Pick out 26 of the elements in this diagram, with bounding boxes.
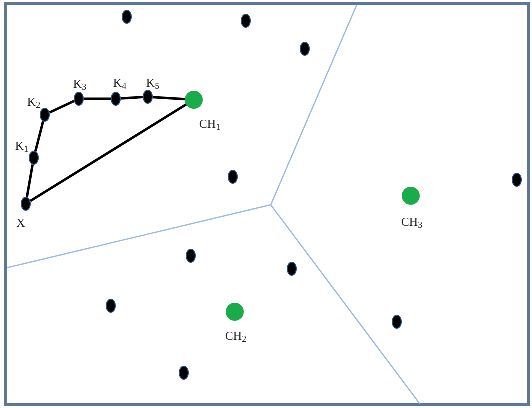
sensor-node: [392, 315, 402, 329]
sensor-node: [300, 42, 310, 56]
link-line: [49, 100, 75, 114]
node-label: K$_{4}$: [113, 77, 127, 89]
sensor-node: [106, 299, 116, 313]
sensor-node: [241, 14, 251, 28]
sensor-node: [186, 249, 196, 263]
sensor-node: [228, 170, 238, 184]
sensor-node: [512, 173, 522, 187]
link-line: [26, 164, 34, 198]
node-label: CH$_{3}$: [401, 216, 423, 228]
node-label: K$_{5}$: [146, 77, 160, 89]
node-label: X: [16, 217, 26, 229]
link-line: [30, 104, 187, 202]
node-label: CH$_{2}$: [225, 330, 247, 342]
link-line: [120, 96, 144, 100]
link-line: [34, 121, 45, 152]
node-label: K$_{1}$: [15, 140, 29, 152]
sensor-node: [179, 366, 189, 380]
node-label: CH$_{1}$: [199, 118, 221, 130]
sensor-node: [122, 10, 132, 24]
link-line: [84, 98, 111, 100]
node-label: K$_{2}$: [27, 96, 41, 108]
node-label: K$_{3}$: [73, 78, 87, 90]
link-line: [152, 96, 186, 101]
sensor-node: [287, 262, 297, 276]
